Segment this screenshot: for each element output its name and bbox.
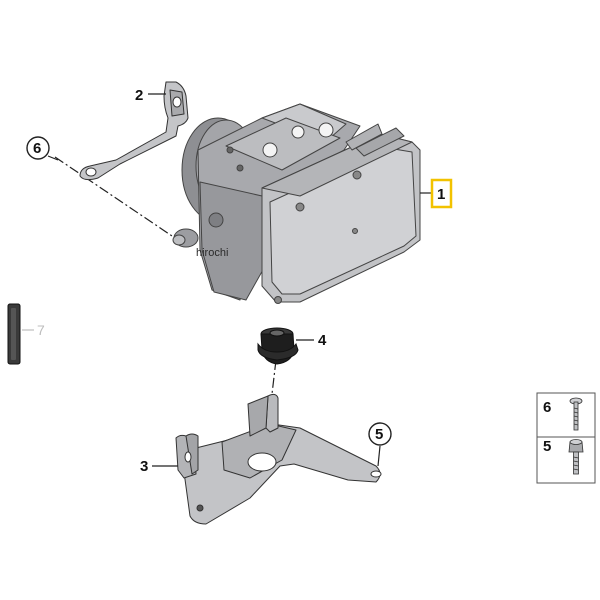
centerline-upper-screw — [54, 156, 179, 241]
callout-6[interactable]: 6 — [26, 136, 50, 160]
legend-row-5[interactable]: 5 — [543, 438, 584, 475]
watermark-text: hirochi — [196, 247, 228, 259]
callout-3[interactable]: 3 — [140, 458, 148, 475]
callout-4[interactable]: 4 — [318, 332, 327, 349]
rubber-mount[interactable] — [257, 327, 299, 365]
callout-5-circle — [368, 422, 392, 446]
legend-row-6-number: 6 — [543, 399, 551, 416]
callout-1[interactable]: 1 — [430, 178, 453, 209]
parts-legend: 6 5 — [536, 392, 596, 484]
side-part-7[interactable] — [7, 303, 21, 365]
callout-2[interactable]: 2 — [135, 87, 143, 104]
callout-6-circle — [26, 136, 50, 160]
callout-5[interactable]: 5 — [368, 422, 392, 446]
abs-hydraulic-unit[interactable] — [172, 103, 421, 304]
callout-1-highlight-box — [430, 178, 453, 209]
callout-7[interactable]: 7 — [37, 322, 45, 338]
callout-5-label: 5 — [375, 426, 383, 443]
leader-lines — [22, 93, 431, 467]
legend-row-6[interactable]: 6 — [543, 397, 583, 431]
leader-6 — [47, 155, 59, 161]
bolt-icon — [569, 397, 583, 431]
lower-bracket[interactable] — [175, 393, 382, 525]
hex-socket-screw-icon — [568, 439, 584, 475]
legend-frame — [536, 392, 596, 484]
callout-6-label: 6 — [33, 140, 41, 157]
leader-5 — [377, 445, 381, 467]
legend-row-5-number: 5 — [543, 438, 551, 455]
upper-bracket[interactable] — [79, 81, 189, 181]
callout-1-label: 1 — [437, 186, 445, 203]
